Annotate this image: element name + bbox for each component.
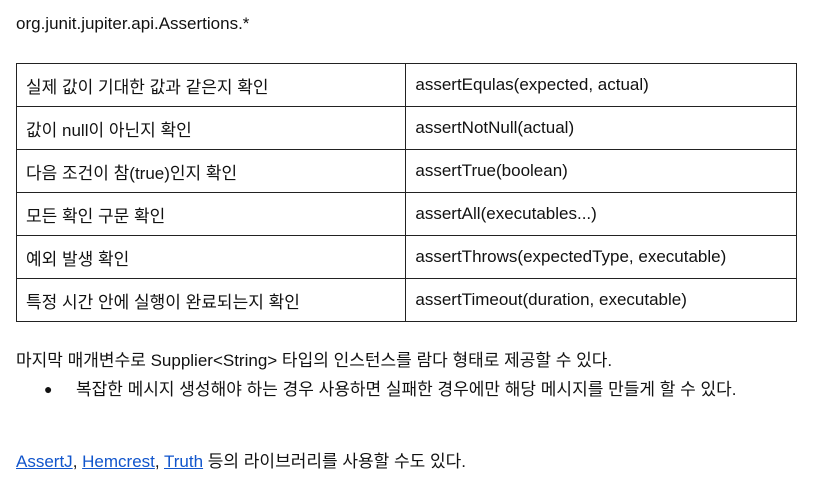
library-links-line: AssertJ, Hemcrest, Truth 등의 라이브러리를 사용할 수…: [16, 451, 466, 473]
assertj-link[interactable]: AssertJ: [16, 452, 73, 471]
bullet-item: ● 복잡한 메시지 생성해야 하는 경우 사용하면 실패한 경우에만 해당 메시…: [44, 377, 784, 402]
assertions-table: 실제 값이 기대한 값과 같은지 확인 assertEqulas(expecte…: [15, 63, 797, 322]
description-cell: 값이 null이 아닌지 확인: [15, 106, 407, 150]
table-row: 예외 발생 확인 assertThrows(expectedType, exec…: [15, 235, 797, 279]
description-cell: 특정 시간 안에 실행이 완료되는지 확인: [15, 278, 407, 322]
supplier-paragraph: 마지막 매개변수로 Supplier<String> 타입의 인스턴스를 람다 …: [16, 351, 613, 370]
method-cell: assertTimeout(duration, executable): [405, 278, 797, 322]
method-cell: assertThrows(expectedType, executable): [405, 235, 797, 279]
bullet-text: 복잡한 메시지 생성해야 하는 경우 사용하면 실패한 경우에만 해당 메시지를…: [76, 380, 737, 399]
truth-link[interactable]: Truth: [164, 452, 204, 471]
description-cell: 실제 값이 기대한 값과 같은지 확인: [15, 63, 407, 107]
table-row: 실제 값이 기대한 값과 같은지 확인 assertEqulas(expecte…: [15, 63, 797, 107]
method-cell: assertNotNull(actual): [405, 106, 797, 150]
links-suffix: 등의 라이브러리를 사용할 수도 있다.: [203, 452, 467, 471]
hemcrest-link[interactable]: Hemcrest: [82, 452, 155, 471]
method-cell: assertEqulas(expected, actual): [405, 63, 797, 107]
method-cell: assertAll(executables...): [405, 192, 797, 236]
link-separator: ,: [154, 452, 165, 471]
page-heading: org.junit.jupiter.api.Assertions.*: [16, 14, 250, 33]
table-row: 특정 시간 안에 실행이 완료되는지 확인 assertTimeout(dura…: [15, 278, 797, 322]
description-cell: 모든 확인 구문 확인: [15, 192, 407, 236]
method-cell: assertTrue(boolean): [405, 149, 797, 193]
table-row: 다음 조건이 참(true)인지 확인 assertTrue(boolean): [15, 149, 797, 193]
description-cell: 예외 발생 확인: [15, 235, 407, 279]
table-row: 값이 null이 아닌지 확인 assertNotNull(actual): [15, 106, 797, 150]
table-row: 모든 확인 구문 확인 assertAll(executables...): [15, 192, 797, 236]
description-cell: 다음 조건이 참(true)인지 확인: [15, 149, 407, 193]
link-separator: ,: [72, 452, 83, 471]
bullet-icon: ●: [44, 381, 53, 397]
